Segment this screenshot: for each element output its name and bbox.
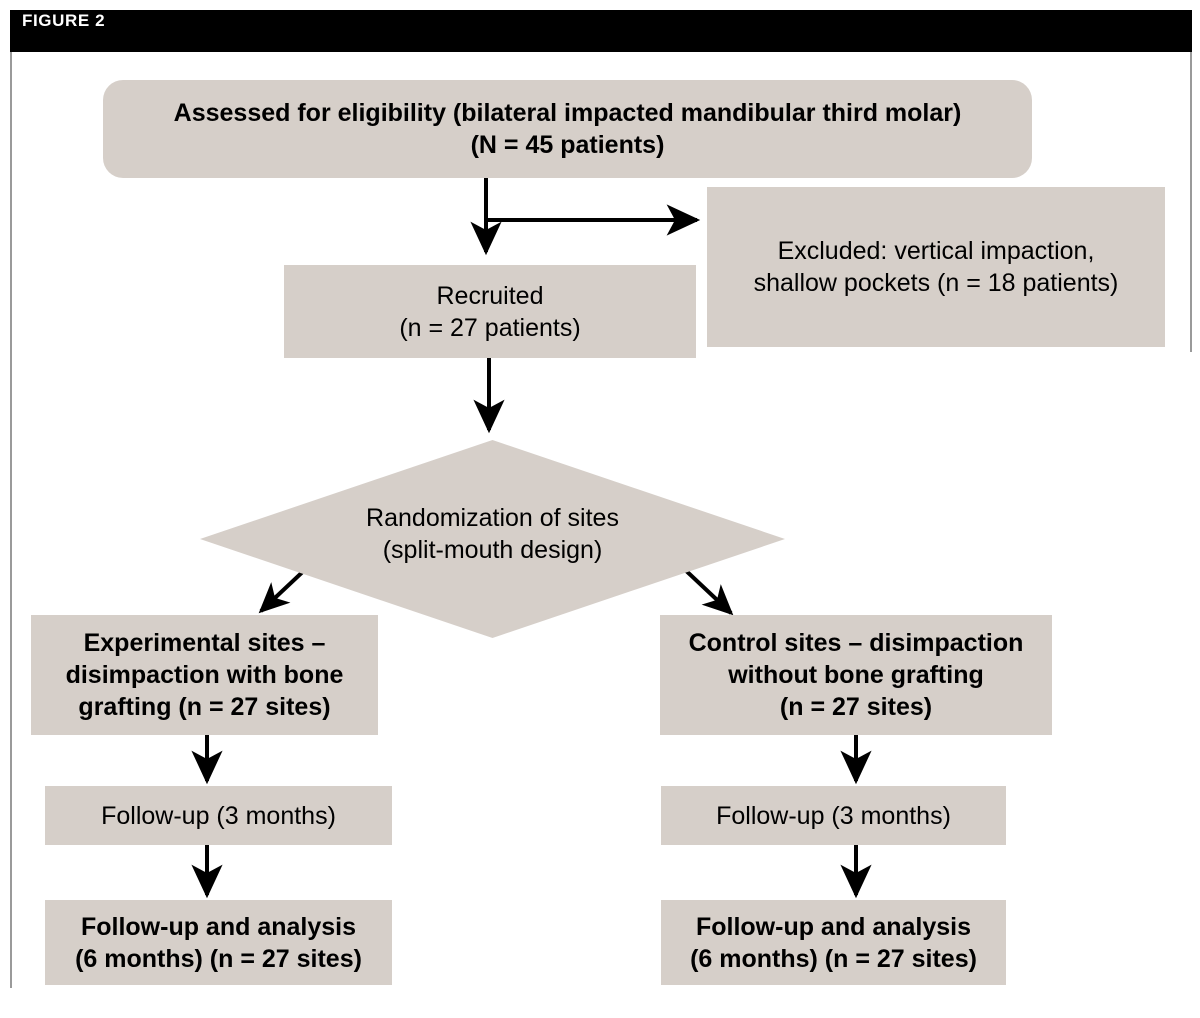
figure-header-bar [10,10,1192,52]
node-final-analysis-right: Follow-up and analysis (6 months) (n = 2… [661,900,1006,985]
node-randomization: Randomization of sites (split-mouth desi… [200,440,785,638]
page-left-rule [10,52,12,988]
page-right-rule [1190,52,1192,352]
node-final-analysis-left: Follow-up and analysis (6 months) (n = 2… [45,900,392,985]
node-followup-3-months-right: Follow-up (3 months) [661,786,1006,845]
node-randomization-label: Randomization of sites (split-mouth desi… [366,504,619,564]
node-excluded: Excluded: vertical impaction, shallow po… [707,187,1165,347]
node-recruited: Recruited (n = 27 patients) [284,265,696,358]
node-followup-3-months-left: Follow-up (3 months) [45,786,392,845]
node-assessed-for-eligibility: Assessed for eligibility (bilateral impa… [103,80,1032,178]
figure-header-label: FIGURE 2 [22,11,106,30]
node-experimental-sites: Experimental sites – disimpaction with b… [31,615,378,735]
node-control-sites: Control sites – disimpaction without bon… [660,615,1052,735]
